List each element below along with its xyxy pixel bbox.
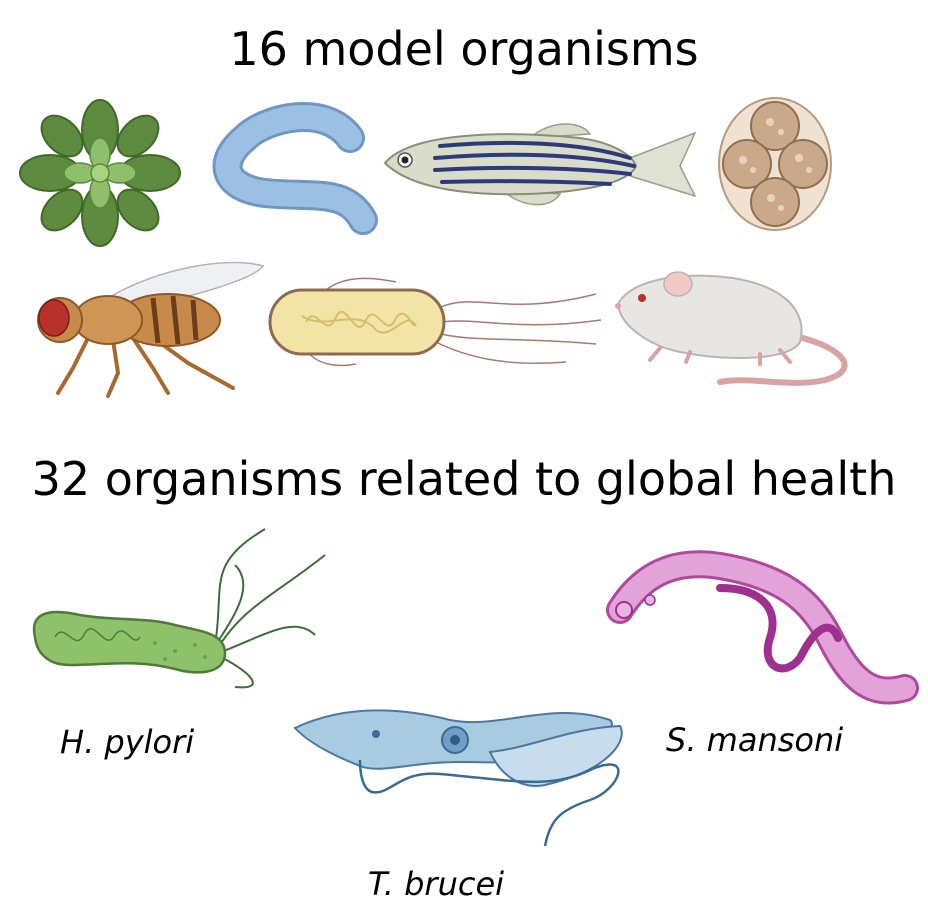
rod-bacterium-icon — [268, 277, 602, 367]
s-mansoni-schistosome-icon — [606, 550, 919, 705]
nematode-worm-icon — [212, 102, 378, 235]
embryo-cells-icon — [718, 97, 832, 231]
t-brucei-label: T. brucei — [368, 865, 505, 903]
h-pylori-bacterium-icon — [32, 528, 326, 689]
s-mansoni-label: S. mansoni — [666, 721, 844, 759]
fruit-fly-icon — [37, 261, 265, 398]
mouse-icon — [615, 271, 848, 386]
h-pylori-label: H. pylori — [60, 723, 195, 761]
arabidopsis-plant-icon — [19, 99, 181, 247]
t-brucei-trypanosome-icon — [293, 709, 623, 847]
global-health-heading: 32 organisms related to global health — [31, 452, 897, 506]
zebrafish-icon — [383, 123, 697, 206]
model-organisms-heading: 16 model organisms — [229, 22, 699, 76]
